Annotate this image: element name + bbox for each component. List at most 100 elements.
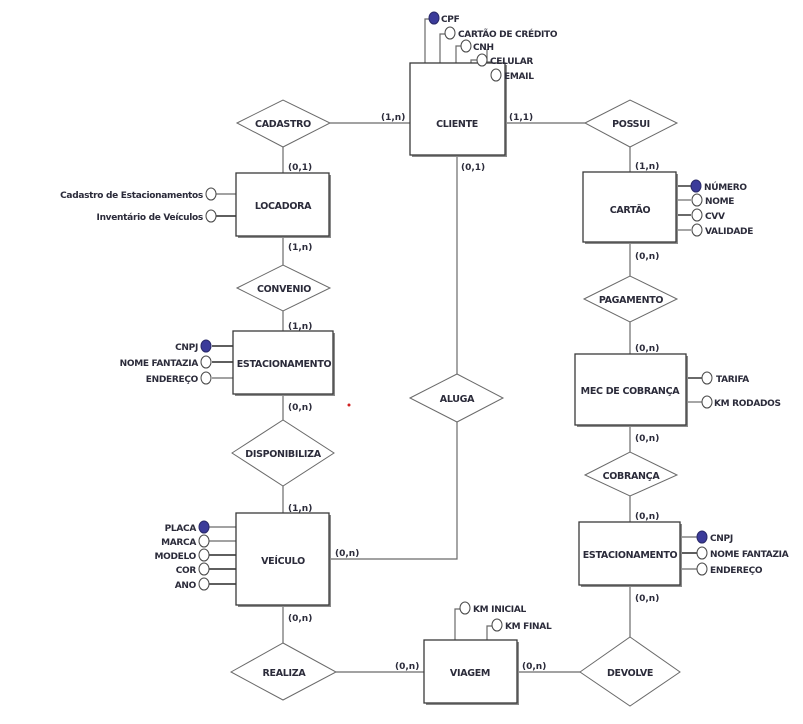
attribute-cnpj[interactable]: CNPJ xyxy=(696,530,733,544)
relationship-aluga[interactable]: ALUGA xyxy=(408,373,505,423)
svg-text:CNPJ: CNPJ xyxy=(710,534,733,544)
entity-cliente[interactable]: CLIENTE xyxy=(409,62,507,157)
entity-mec-cobranca[interactable]: MEC DE COBRANÇA xyxy=(574,353,688,427)
cardinality-convenio-estacionamento: (1,n) xyxy=(288,322,312,332)
relationship-label: POSSUI xyxy=(612,119,650,130)
attribute-cnpj[interactable]: CNPJ xyxy=(175,339,212,353)
attribute-icon xyxy=(491,618,503,632)
attribute-endereco[interactable]: ENDEREÇO xyxy=(696,562,763,576)
attribute-icon xyxy=(476,53,488,67)
attributes-mec-cobranca: TARIFA KM RODADOS xyxy=(701,371,781,409)
attribute-cadastro-estacionamentos[interactable]: Cadastro de Estacionamentos xyxy=(60,187,217,201)
svg-text:ENDEREÇO: ENDEREÇO xyxy=(710,566,763,576)
relationship-cobranca[interactable]: COBRANÇA xyxy=(583,451,679,497)
attribute-endereco[interactable]: ENDEREÇO xyxy=(146,371,212,385)
attribute-cor[interactable]: COR xyxy=(176,562,210,576)
svg-text:PLACA: PLACA xyxy=(165,524,197,534)
relationship-convenio[interactable]: CONVENIO xyxy=(235,264,332,312)
svg-text:NOME FANTAZIA: NOME FANTAZIA xyxy=(120,359,199,369)
relationship-label: PAGAMENTO xyxy=(599,295,664,306)
relationship-pagamento[interactable]: PAGAMENTO xyxy=(582,275,679,323)
svg-text:NÚMERO: NÚMERO xyxy=(704,181,747,193)
attribute-nome-fantazia[interactable]: NOME FANTAZIA xyxy=(696,546,789,560)
connection-lines xyxy=(282,122,631,673)
entity-cartao[interactable]: CARTÃO xyxy=(582,171,678,244)
attribute-celular[interactable]: CELULAR xyxy=(476,53,534,67)
attribute-km-rodados[interactable]: KM RODADOS xyxy=(701,395,781,409)
svg-text:ENDEREÇO: ENDEREÇO xyxy=(146,375,199,385)
svg-text:KM RODADOS: KM RODADOS xyxy=(714,399,781,409)
attributes-locadora: Cadastro de Estacionamentos Inventário d… xyxy=(60,187,217,223)
entity-label: VIAGEM xyxy=(450,668,490,679)
attribute-lines xyxy=(208,18,702,640)
entity-locadora[interactable]: LOCADORA xyxy=(235,172,331,238)
entity-label: CARTÃO xyxy=(610,205,651,216)
attribute-icon xyxy=(696,546,708,560)
cardinality-cadastro-locadora: (0,1) xyxy=(288,163,312,173)
cardinality-possui-cartao: (1,n) xyxy=(635,162,659,172)
relationship-cadastro[interactable]: CADASTRO xyxy=(235,99,332,148)
key-attribute-icon xyxy=(696,530,708,544)
cardinality-realiza-viagem: (0,n) xyxy=(395,662,419,672)
cardinality-disponibiliza-veiculo: (1,n) xyxy=(288,504,312,514)
entity-label: LOCADORA xyxy=(255,201,312,212)
svg-text:NOME FANTAZIA: NOME FANTAZIA xyxy=(710,550,789,560)
svg-text:CVV: CVV xyxy=(705,212,725,222)
relationship-possui[interactable]: POSSUI xyxy=(583,99,679,148)
attributes-viagem: KM INICIAL KM FINAL xyxy=(459,601,552,632)
attribute-cartao-credito[interactable]: CARTÃO DE CRÉDITO xyxy=(444,26,558,40)
cardinality-cobranca-mec: (0,n) xyxy=(635,434,659,444)
key-attribute-icon xyxy=(200,339,212,353)
relationship-label: REALIZA xyxy=(263,668,307,679)
attribute-modelo[interactable]: MODELO xyxy=(155,548,210,562)
attribute-nome[interactable]: NOME xyxy=(691,193,735,207)
cardinality-possui-cliente: (1,1) xyxy=(509,113,533,123)
key-attribute-icon xyxy=(690,179,702,193)
attribute-cvv[interactable]: CVV xyxy=(691,208,725,222)
cardinality-pagamento-cartao: (0,n) xyxy=(635,252,659,262)
attribute-tarifa[interactable]: TARIFA xyxy=(701,371,750,385)
relationship-disponibiliza[interactable]: DISPONIBILIZA xyxy=(231,419,335,487)
attributes-cliente: CPF CARTÃO DE CRÉDITO CNH CELULAR EMAIL xyxy=(428,11,558,82)
attribute-icon xyxy=(459,601,471,615)
attribute-icon xyxy=(691,193,703,207)
attribute-numero[interactable]: NÚMERO xyxy=(690,179,748,193)
svg-text:ANO: ANO xyxy=(175,581,197,591)
attribute-nome-fantazia[interactable]: NOME FANTAZIA xyxy=(120,355,212,369)
key-attribute-icon xyxy=(428,11,440,25)
attribute-icon xyxy=(696,562,708,576)
attribute-icon xyxy=(198,562,210,576)
entity-viagem[interactable]: VIAGEM xyxy=(423,639,519,705)
cardinalities: (1,n) (0,1) (1,1) (1,n) (1,n) (1,n) (0,1… xyxy=(288,113,659,672)
attribute-icon xyxy=(490,68,502,82)
attributes-estacionamento-right: CNPJ NOME FANTAZIA ENDEREÇO xyxy=(696,530,789,576)
attribute-cnh[interactable]: CNH xyxy=(460,39,494,53)
attribute-km-inicial[interactable]: KM INICIAL xyxy=(459,601,527,615)
entity-veiculo[interactable]: VEÍCULO xyxy=(235,512,331,607)
attribute-ano[interactable]: ANO xyxy=(175,577,210,591)
attribute-email[interactable]: EMAIL xyxy=(490,68,535,82)
relationship-devolve[interactable]: DEVOLVE xyxy=(579,636,681,707)
attribute-icon xyxy=(444,26,456,40)
entity-estacionamento-right[interactable]: ESTACIONAMENTO xyxy=(578,521,682,587)
attribute-icon xyxy=(198,577,210,591)
svg-text:Cadastro de Estacionamentos: Cadastro de Estacionamentos xyxy=(60,191,203,201)
svg-text:KM FINAL: KM FINAL xyxy=(505,622,552,632)
cardinality-aluga-veiculo: (0,n) xyxy=(335,549,359,559)
attribute-marca[interactable]: MARCA xyxy=(161,534,210,548)
attribute-icon xyxy=(691,208,703,222)
entity-estacionamento-left[interactable]: ESTACIONAMENTO xyxy=(232,330,335,396)
svg-text:NOME: NOME xyxy=(705,197,734,207)
svg-text:CNPJ: CNPJ xyxy=(175,343,198,353)
attribute-validade[interactable]: VALIDADE xyxy=(691,223,754,237)
attribute-cpf[interactable]: CPF xyxy=(428,11,460,25)
relationship-realiza[interactable]: REALIZA xyxy=(229,642,338,701)
relationship-label: CADASTRO xyxy=(255,119,311,130)
attribute-km-final[interactable]: KM FINAL xyxy=(491,618,552,632)
attribute-inventario-veiculos[interactable]: Inventário de Veículos xyxy=(97,209,217,223)
cardinality-disponibiliza-estacionamento: (0,n) xyxy=(288,403,312,413)
svg-text:Inventário de Veículos: Inventário de Veículos xyxy=(97,213,203,223)
attribute-placa[interactable]: PLACA xyxy=(165,520,210,534)
attribute-icon xyxy=(198,548,210,562)
